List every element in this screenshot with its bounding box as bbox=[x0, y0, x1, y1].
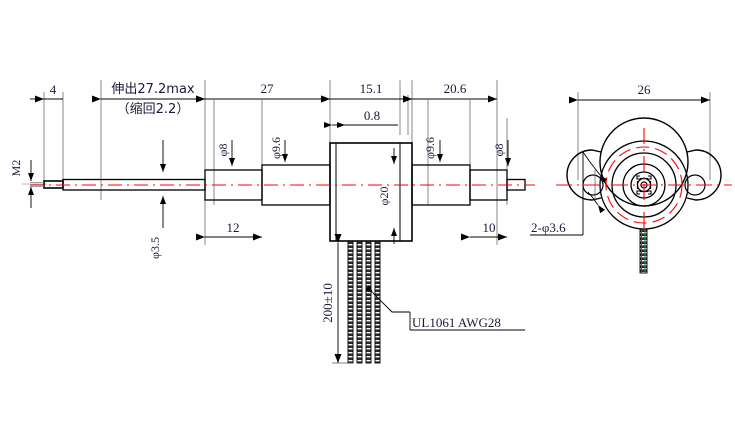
end-view-centerlines bbox=[556, 128, 732, 242]
hole-callout-group: 2-φ3.6 bbox=[530, 151, 608, 236]
dim-4-label: 4 bbox=[50, 82, 57, 97]
hole-callout-label: 2-φ3.6 bbox=[531, 220, 566, 235]
extension-lines bbox=[43, 80, 508, 245]
dim-20-6-label: 20.6 bbox=[444, 81, 467, 96]
dim-15-1-label: 15.1 bbox=[360, 81, 383, 96]
end-view-group: 26 bbox=[530, 82, 732, 274]
cable-spec-leader bbox=[365, 285, 410, 313]
end-view-width-dimension: 26 bbox=[569, 82, 711, 180]
diameter-labels: M2 φ3.5 φ8 φ9.6 φ20 φ9.6 φ8 bbox=[9, 137, 506, 259]
dim-26-label: 26 bbox=[638, 82, 652, 97]
dim-0-8-label: 0.8 bbox=[364, 108, 380, 123]
dim-10-label: 10 bbox=[483, 220, 496, 235]
side-view-group: 4 伸出27.2max （缩回2.2） 27 15.1 20.6 0.8 bbox=[9, 80, 535, 364]
dim-stroke-retract-label: （缩回2.2） bbox=[117, 101, 190, 117]
dia-20-label: φ20 bbox=[377, 187, 391, 206]
flange-outline bbox=[566, 117, 722, 207]
end-view-cable bbox=[639, 228, 648, 274]
dia-9-6-right-label: φ9.6 bbox=[423, 137, 437, 159]
cable-length-label: 200±10 bbox=[320, 283, 335, 323]
dim-27-label: 27 bbox=[261, 81, 275, 96]
bottom-dimension-chain: 12 10 bbox=[196, 220, 507, 241]
dia-9-6-left-label: φ9.6 bbox=[269, 137, 283, 159]
top-dimension-chain: 4 伸出27.2max （缩回2.2） 27 15.1 20.6 0.8 bbox=[30, 81, 497, 128]
dia-8-left-label: φ8 bbox=[216, 144, 230, 157]
wire-4 bbox=[374, 240, 381, 364]
cable-spec-label: UL1061 AWG28 bbox=[412, 315, 501, 330]
dia-3-5-label: φ3.5 bbox=[148, 237, 162, 259]
dia-8-right-label: φ8 bbox=[492, 144, 506, 157]
dim-12-label: 12 bbox=[227, 220, 240, 235]
wire-2 bbox=[356, 240, 363, 364]
wire-3 bbox=[365, 240, 372, 364]
dia-m2-label: M2 bbox=[9, 160, 23, 177]
dim-stroke-label: 伸出27.2max bbox=[111, 82, 195, 97]
cable-group: 200±10 UL1061 AWG28 bbox=[320, 234, 525, 364]
wire-1 bbox=[347, 240, 354, 364]
